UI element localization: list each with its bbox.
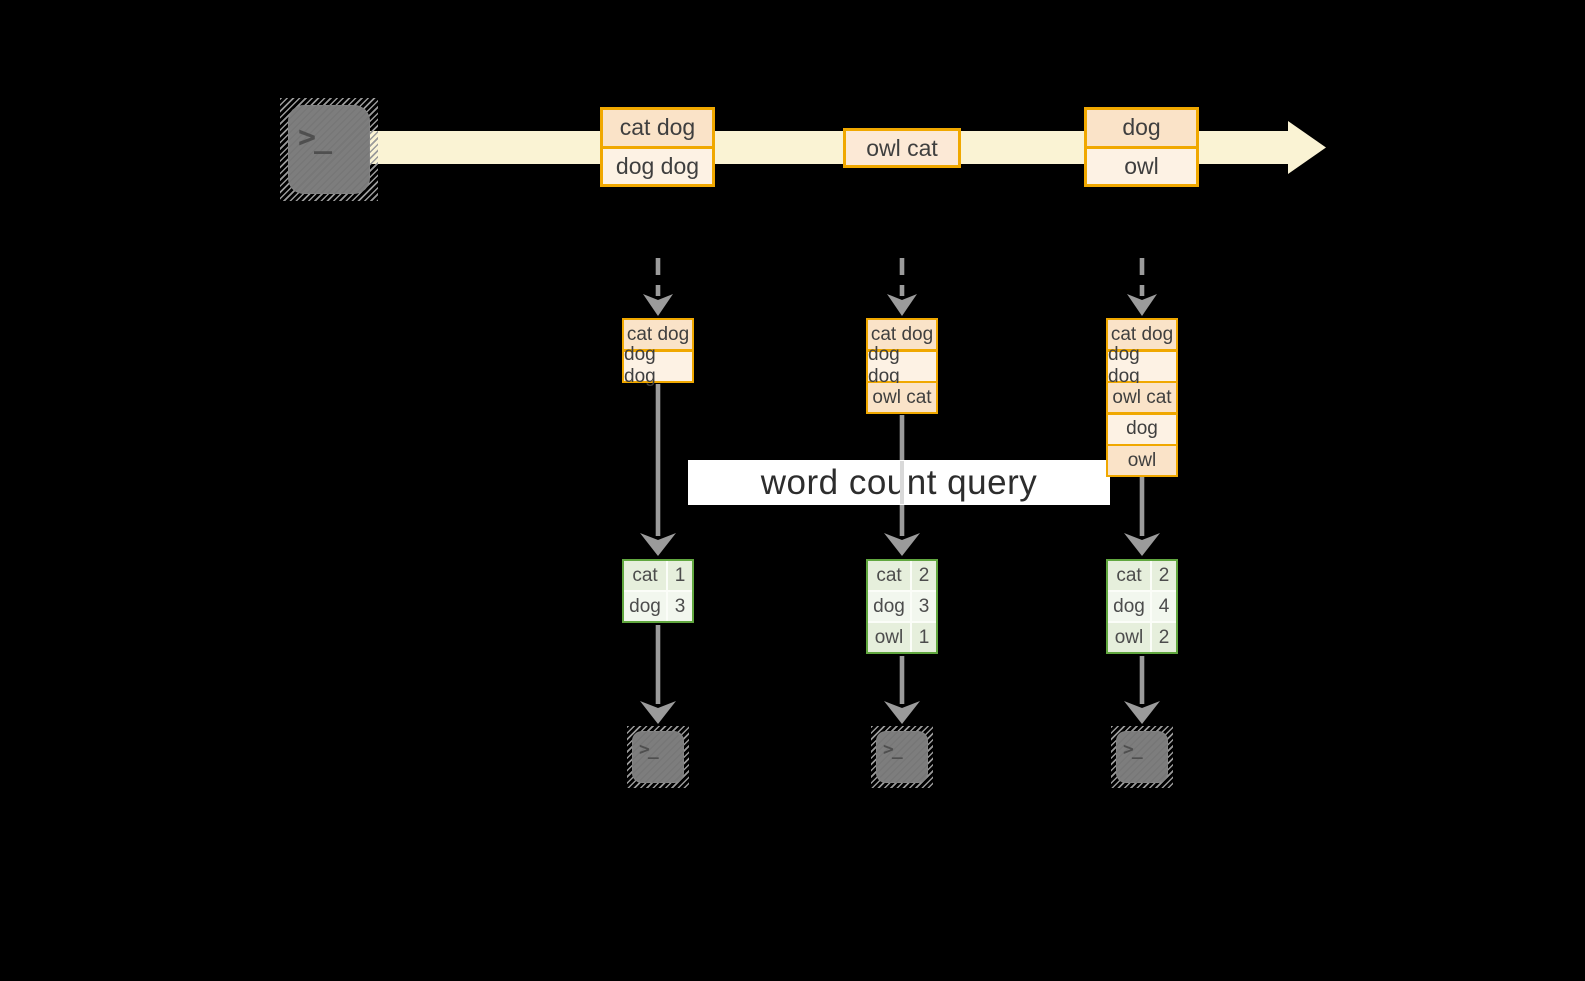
terminal-screen: [288, 105, 370, 194]
event-buffer-t1: cat dog dog dog: [622, 318, 694, 387]
stream-event: owl: [1087, 148, 1196, 184]
stream-event-group-1: cat dog dog dog: [600, 107, 715, 187]
terminal-output-icon: >_: [627, 726, 689, 788]
buffer-row: dog dog: [624, 344, 692, 387]
count-word: dog: [1108, 592, 1150, 621]
count-word: cat: [868, 561, 910, 590]
count-word: dog: [624, 592, 666, 621]
terminal-screen: [1116, 731, 1168, 783]
buffer-row: cat dog: [868, 320, 936, 349]
stream-event-group-2: owl cat: [843, 128, 961, 168]
count-value: 3: [912, 592, 936, 621]
prompt-icon: >_: [1123, 739, 1143, 760]
count-value: 2: [1152, 561, 1176, 590]
stream-event: cat dog: [603, 110, 712, 146]
buffer-row: cat dog: [624, 320, 692, 349]
down-arrow-icon: [640, 384, 676, 556]
buffer-row: owl cat: [1108, 383, 1176, 412]
count-value: 1: [668, 561, 692, 590]
terminal-output-icon: >_: [871, 726, 933, 788]
event-buffer-t3: cat dog dog dog owl cat dog owl: [1106, 318, 1178, 477]
stream-event: dog: [1087, 110, 1196, 146]
count-table-t2: cat 2 dog 3 owl 1: [866, 559, 938, 654]
prompt-icon: >_: [883, 739, 903, 760]
down-arrow-icon: [884, 656, 920, 724]
event-buffer-t2: cat dog dog dog owl cat: [866, 318, 938, 414]
query-banner: word count query: [688, 460, 1110, 505]
count-value: 4: [1152, 592, 1176, 621]
count-value: 2: [1152, 623, 1176, 652]
count-word: cat: [624, 561, 666, 590]
count-value: 2: [912, 561, 936, 590]
arrow-through-banner: [899, 461, 905, 504]
buffer-row: owl: [1108, 446, 1176, 475]
buffer-row: cat dog: [1108, 320, 1176, 349]
buffer-row: dog: [1108, 414, 1176, 444]
count-value: 3: [668, 592, 692, 621]
buffer-row: owl cat: [868, 383, 936, 412]
count-word: owl: [868, 623, 910, 652]
count-word: dog: [868, 592, 910, 621]
buffer-row: dog dog: [868, 344, 936, 387]
down-arrow-icon: [1124, 656, 1160, 724]
stream-event-group-3: dog owl: [1084, 107, 1199, 187]
terminal-screen: [876, 731, 928, 783]
count-table-t3: cat 2 dog 4 owl 2: [1106, 559, 1178, 654]
terminal-screen: [632, 731, 684, 783]
stream-event: owl cat: [846, 131, 958, 165]
down-arrow-icon: [1124, 477, 1160, 556]
prompt-icon: >_: [298, 120, 332, 155]
count-value: 1: [912, 623, 936, 652]
down-arrow-icon: [640, 625, 676, 724]
count-table-t1: cat 1 dog 3: [622, 559, 694, 623]
stream-event: dog dog: [603, 148, 712, 184]
dashed-arrow-icon: [643, 258, 673, 316]
dashed-arrow-icon: [1127, 258, 1157, 316]
prompt-icon: >_: [639, 739, 659, 760]
count-word: owl: [1108, 623, 1150, 652]
count-word: cat: [1108, 561, 1150, 590]
stream-arrowhead-icon: [1288, 121, 1326, 174]
buffer-row: dog dog: [1108, 344, 1176, 387]
dashed-arrow-icon: [887, 258, 917, 316]
terminal-output-icon: >_: [1111, 726, 1173, 788]
terminal-source-icon: >_: [280, 98, 378, 201]
